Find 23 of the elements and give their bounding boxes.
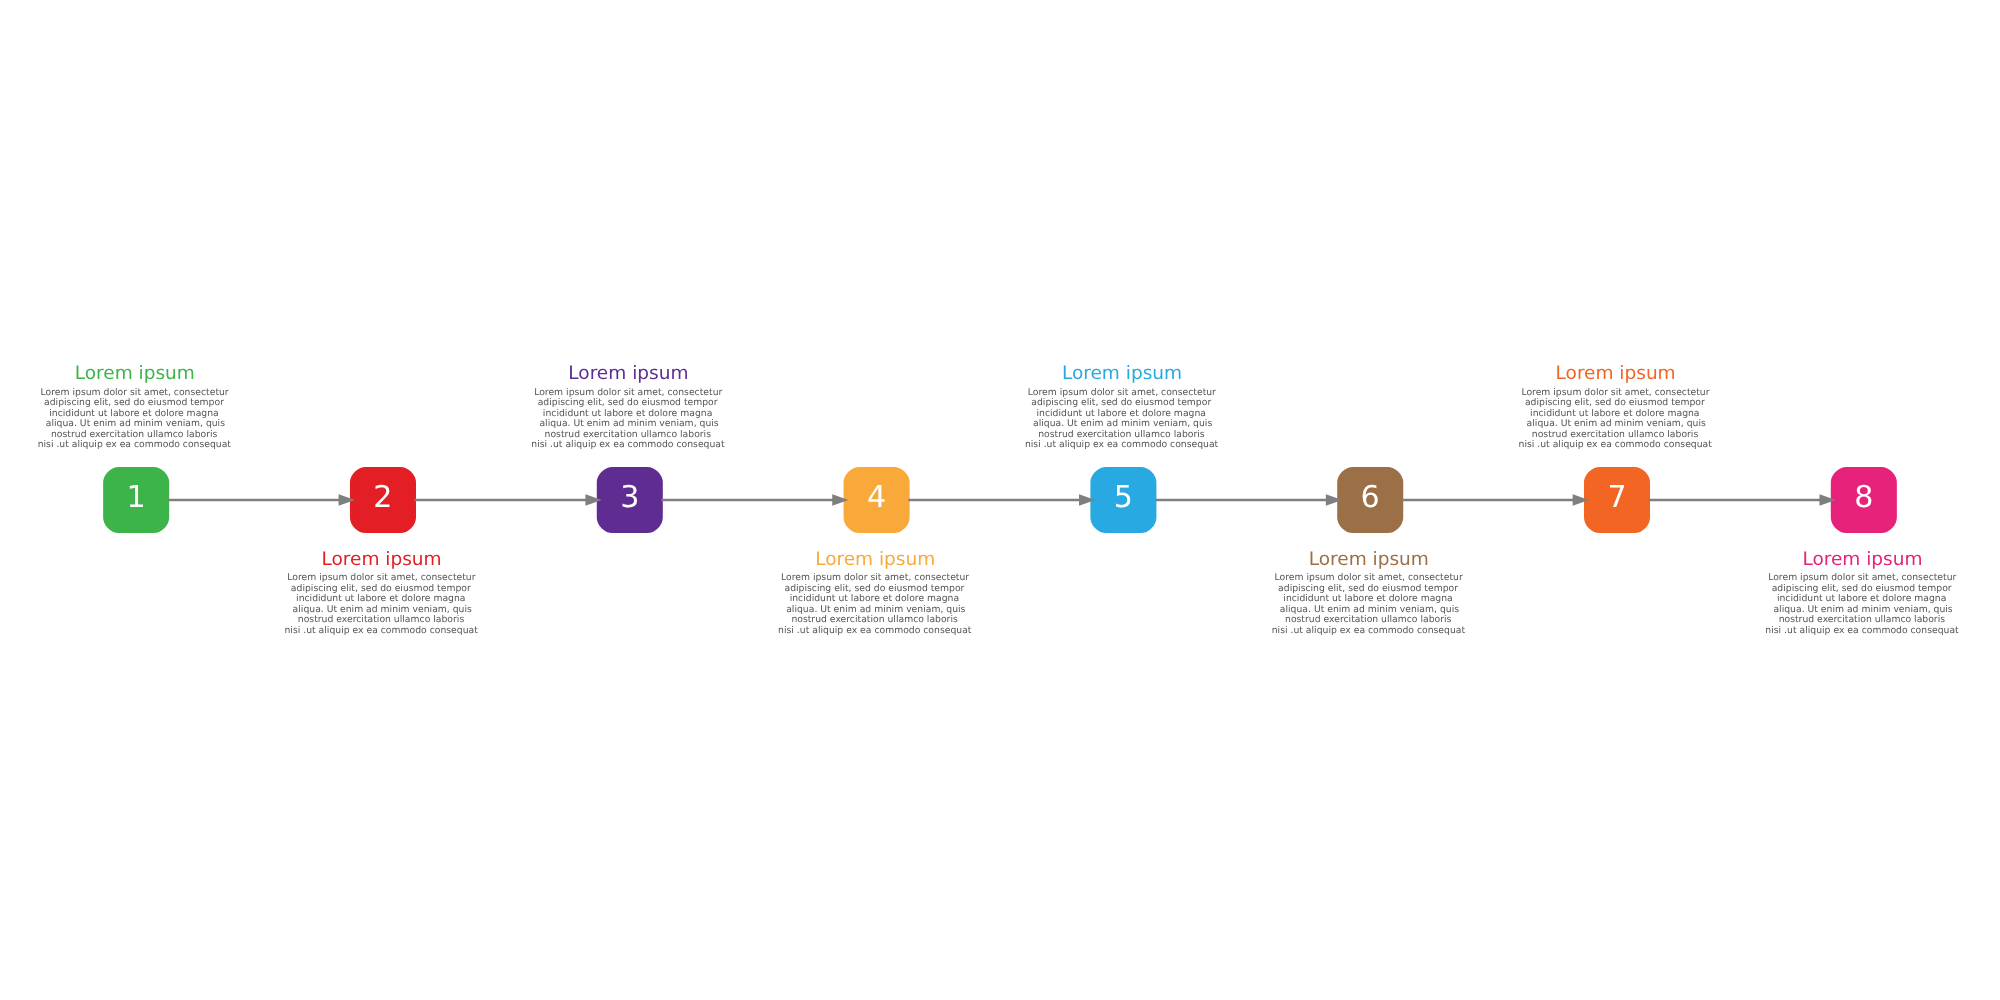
node-box: 5 [1090, 466, 1157, 534]
arrow [661, 494, 849, 506]
node-label: Lorem ipsum [568, 363, 689, 386]
arrow [414, 494, 602, 506]
node-label: Lorem ipsum [74, 363, 195, 386]
node-label: Lorem ipsum [321, 548, 442, 571]
node-box: 6 [1337, 466, 1404, 534]
arrow [1155, 494, 1343, 506]
arrow [1401, 494, 1589, 506]
arrow [1648, 494, 1836, 506]
arrow [167, 494, 355, 506]
arrow [908, 494, 1096, 506]
node-box: 2 [349, 466, 416, 534]
node-box: 4 [843, 466, 910, 534]
node-box: 7 [1584, 466, 1651, 534]
node-box: 3 [596, 466, 663, 534]
node-box: 8 [1830, 466, 1897, 534]
node-label: Lorem ipsum [1802, 548, 1923, 571]
node-label: Lorem ipsum [815, 548, 936, 571]
node-label: Lorem ipsum [1555, 363, 1676, 386]
node-label: Lorem ipsum [1308, 548, 1429, 571]
node-box: 1 [103, 466, 170, 534]
node-label: Lorem ipsum [1061, 363, 1183, 386]
